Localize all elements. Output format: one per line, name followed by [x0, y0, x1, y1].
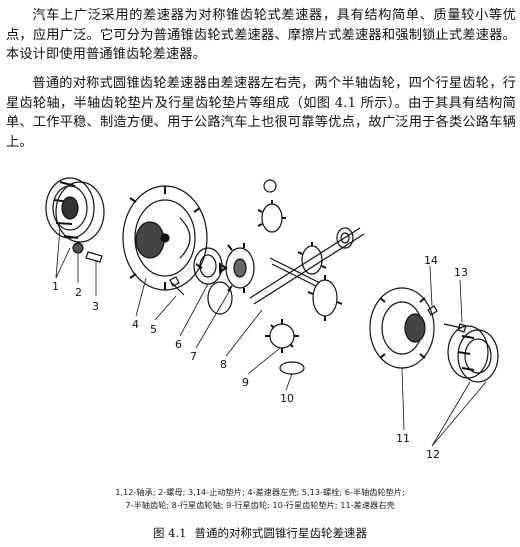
callout-leader-lines	[55, 227, 487, 447]
callout-label: 6	[175, 338, 182, 351]
callout-label: 9	[242, 376, 249, 389]
paragraph-intro: 汽车上广泛采用的差速器为对称锥齿轮式差速器，具有结构简单、质量较小等优点，应用广…	[6, 8, 516, 62]
nut-washer-drawing	[72, 242, 103, 263]
planet-gears-drawing	[257, 179, 327, 353]
callout-label: 13	[454, 266, 468, 279]
callout-label: 5	[150, 323, 157, 336]
callout-label: 11	[396, 432, 410, 445]
planet-shaft-drawing	[249, 227, 365, 305]
right-stop-washer-drawing	[427, 305, 438, 316]
callout-label: 12	[426, 448, 440, 461]
callout-label: 8	[220, 358, 227, 371]
exploded-view-drawing	[45, 177, 499, 447]
callout-label: 1	[52, 280, 59, 293]
bolt-drawing	[169, 276, 185, 296]
right-bearing-drawing	[447, 325, 499, 383]
figure-legend-line1: 1,12-轴承; 2-螺母; 3,14-止动垫片; 4-差速器左壳; 5,13-…	[115, 487, 405, 497]
differential-exploded-figure: 1 2 3 4 5 6 7 8 9 10 11 12 13 14	[30, 168, 500, 468]
callout-label: 10	[280, 392, 294, 405]
planet-washer-drawing	[279, 361, 305, 375]
callout-label: 2	[75, 286, 82, 299]
figure-caption: 图 4.1 普通的对称式圆锥行星齿轮差速器	[0, 525, 520, 541]
left-bearing-drawing	[45, 177, 105, 243]
right-bolt-drawing	[443, 323, 467, 333]
figure-number: 图 4.1	[153, 526, 187, 540]
callout-label: 14	[424, 254, 438, 267]
callout-label: 3	[92, 300, 99, 313]
right-side-gear-drawing	[307, 275, 343, 321]
side-gear-drawing	[207, 243, 255, 315]
paragraph-structure: 普通的对称式圆锥齿轮差速器由差速器左右壳，两个半轴齿轮，四个行星齿轮，行星齿轮轴…	[6, 76, 516, 150]
callout-label: 7	[190, 350, 197, 363]
callout-label: 4	[132, 318, 139, 331]
figure-caption-text: 普通的对称式圆锥行星齿轮差速器	[194, 526, 367, 540]
left-housing-drawing	[122, 185, 208, 291]
figure-legend-line2: 7-半轴齿轮; 8-行星齿轮轴; 9-行星齿轮; 10-行星齿轮垫片; 11-差…	[125, 500, 395, 510]
right-housing-drawing	[369, 287, 435, 369]
